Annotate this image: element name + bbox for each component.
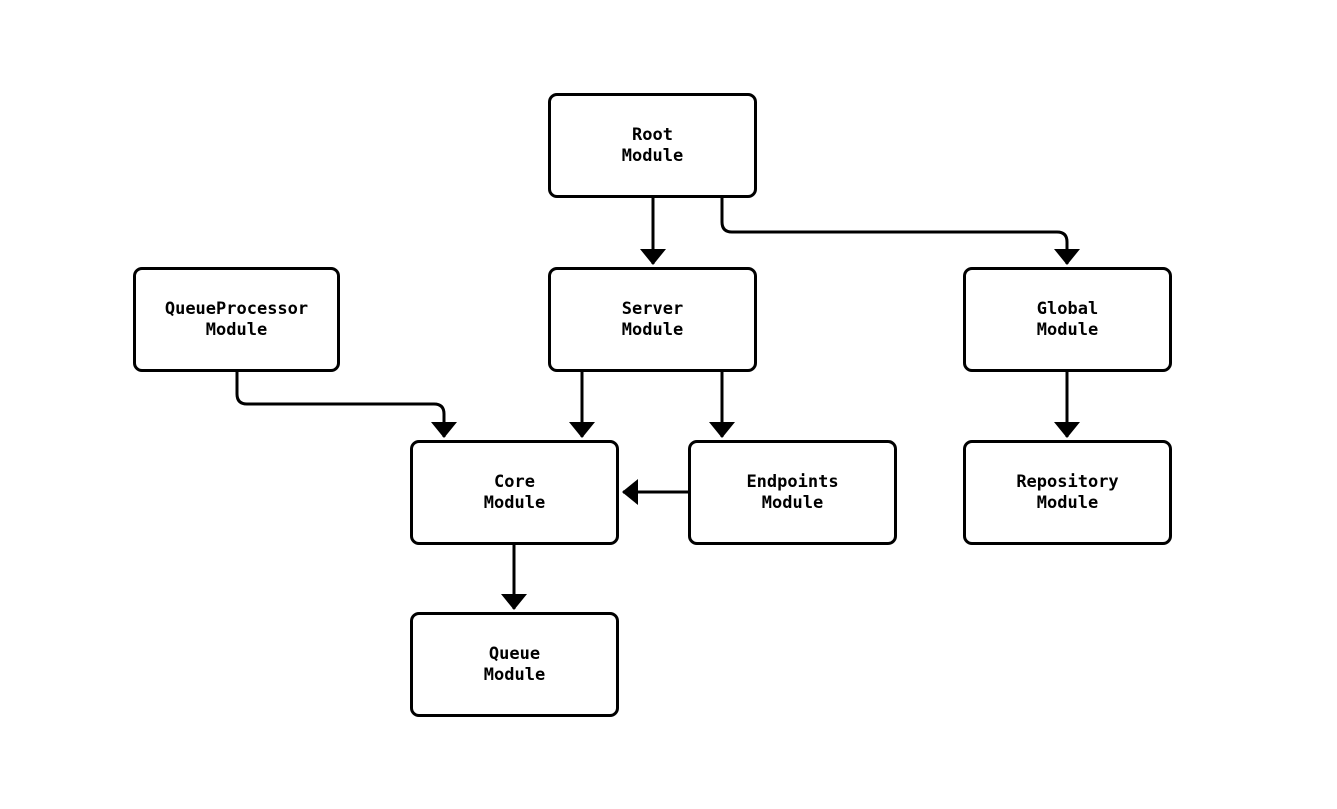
node-global-module-label: Global Module [1036, 298, 1099, 340]
node-repository-module-label: Repository Module [1016, 471, 1119, 513]
node-core-module: Core Module [410, 440, 619, 545]
node-endpoints-module-label: Endpoints Module [746, 471, 839, 513]
edge-root-to-global [720, 198, 1080, 265]
node-repository-module: Repository Module [963, 440, 1172, 545]
node-root-module-label: Root Module [621, 124, 684, 166]
node-queueprocessor-module: QueueProcessor Module [133, 267, 340, 372]
node-endpoints-module: Endpoints Module [688, 440, 897, 545]
node-root-module: Root Module [548, 93, 757, 198]
edge-queueprocessor-to-core [235, 372, 457, 438]
node-server-module-label: Server Module [621, 298, 684, 340]
node-core-module-label: Core Module [483, 471, 546, 513]
node-server-module: Server Module [548, 267, 757, 372]
node-global-module: Global Module [963, 267, 1172, 372]
node-queueprocessor-module-label: QueueProcessor Module [164, 298, 309, 340]
node-queue-module: Queue Module [410, 612, 619, 717]
node-queue-module-label: Queue Module [483, 643, 546, 685]
